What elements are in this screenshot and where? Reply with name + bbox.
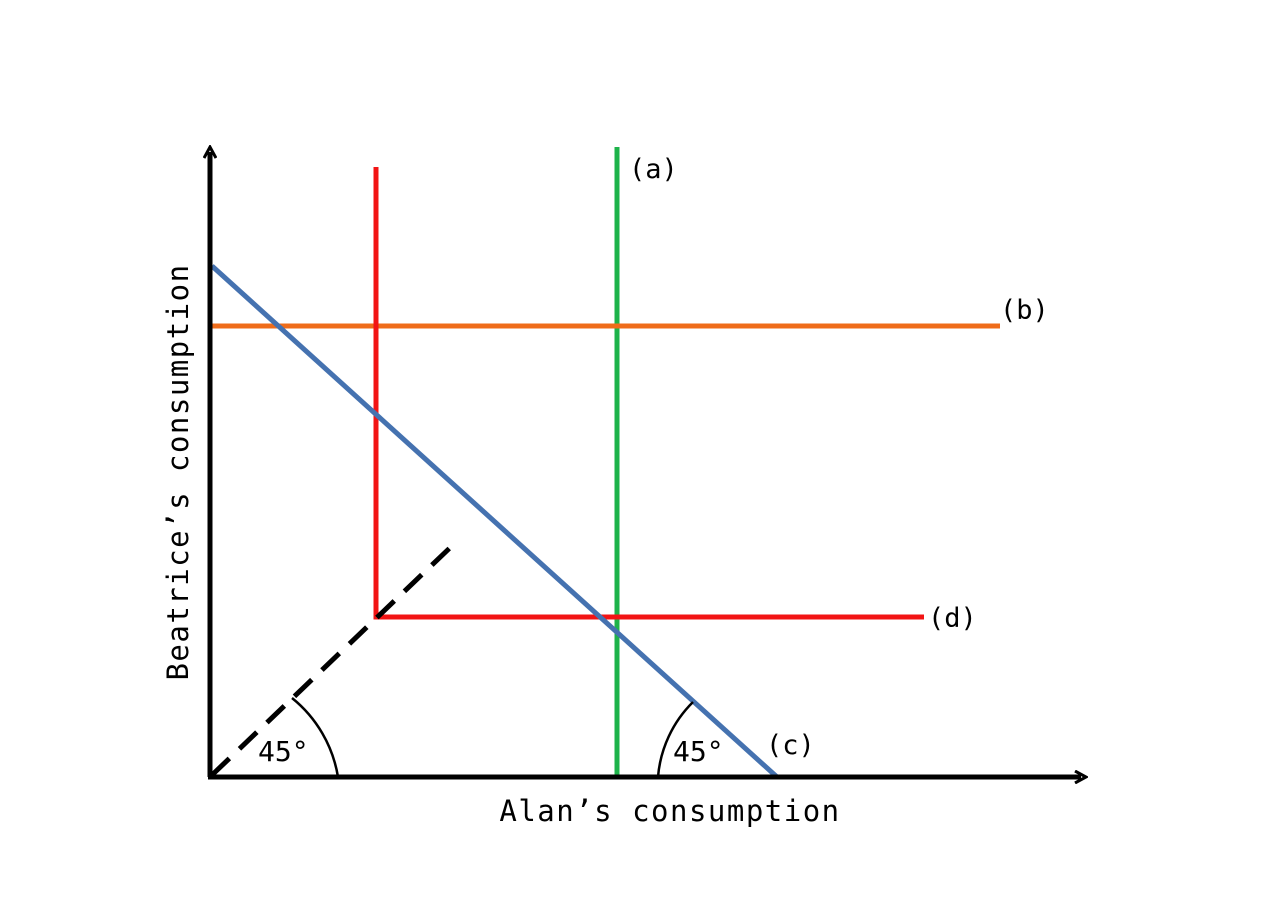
curve-b-label: (b) [1000,295,1049,326]
curve-a-label: (a) [629,154,678,185]
curve-c-diagonal-line [210,264,779,779]
right-angle-arc [656,701,694,778]
forty-five-degree-dashed-line [210,541,457,777]
curve-d-l-shaped-line [373,167,924,620]
curve-c-label: (c) [766,730,815,761]
left-angle-arc [291,697,340,778]
left-angle-label: 45° [258,735,309,768]
right-angle-label: 45° [673,735,724,768]
x-axis-title: Alan’s consumption [499,794,840,828]
y-axis-title: Beatrice’s consumption [161,263,195,680]
curve-d-label: (d) [928,603,977,634]
